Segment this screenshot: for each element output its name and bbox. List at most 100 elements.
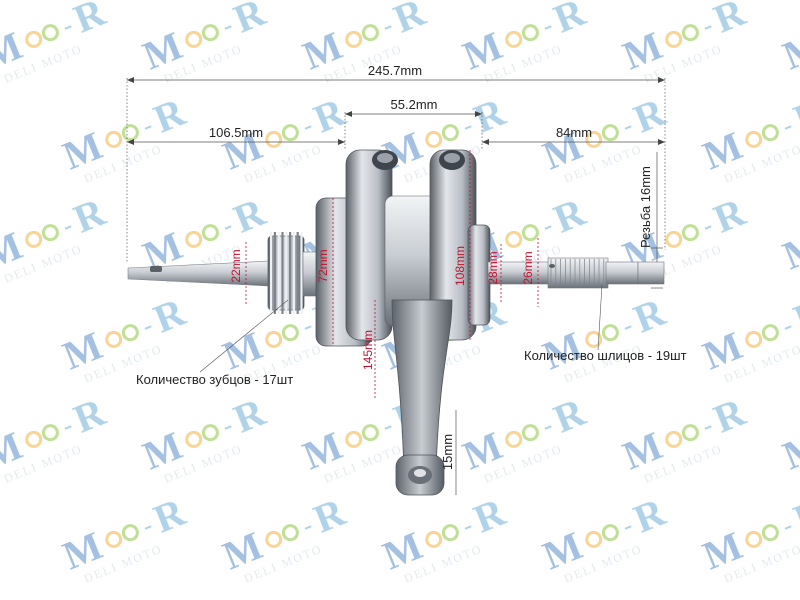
watermark-wheel-icon xyxy=(361,24,379,42)
watermark-wheel-icon xyxy=(41,24,59,42)
watermark-wheel-icon xyxy=(281,124,299,142)
shaft-right-2-label: 26mm xyxy=(521,251,535,284)
watermark-wheel-icon xyxy=(745,530,763,548)
gear-tooth xyxy=(300,232,303,314)
watermark-wheel-icon xyxy=(681,24,699,42)
keyway-slot xyxy=(150,266,162,272)
watermark-wheel-icon xyxy=(441,124,459,142)
watermark-wheel-icon xyxy=(185,430,203,448)
watermark-wheel-icon xyxy=(265,330,283,348)
timing-gear xyxy=(267,232,305,314)
watermark-wheel-icon xyxy=(201,224,219,242)
watermark-wheel-icon xyxy=(521,24,539,42)
watermark-wheel-icon xyxy=(521,424,539,442)
watermark-wheel-icon xyxy=(121,324,139,342)
watermark-wheel-icon xyxy=(425,530,443,548)
callout-labels: Количество зубцов - 17шт Количество шлиц… xyxy=(136,348,687,387)
watermark-wheel-icon xyxy=(185,30,203,48)
dimension-arrows xyxy=(127,77,665,145)
watermark-letter-m: M xyxy=(777,22,800,78)
dimension-lines xyxy=(126,78,666,495)
watermark-wheel-icon xyxy=(25,30,43,48)
overall-length-label: 245.7mm xyxy=(368,63,422,78)
watermark-wheel-icon xyxy=(105,530,123,548)
watermark-wheel-icon xyxy=(681,424,699,442)
watermark-wheel-icon xyxy=(281,524,299,542)
watermark-wheel-icon xyxy=(601,124,619,142)
watermark-letter-m: M xyxy=(777,422,800,478)
watermark-wheel-icon xyxy=(761,124,779,142)
watermark-wheel-icon xyxy=(505,430,523,448)
watermark-wheel-icon xyxy=(521,224,539,242)
watermark-wheel-icon xyxy=(601,524,619,542)
small-end-label: 15mm xyxy=(440,434,455,470)
gear-diameter-label: 22mm xyxy=(229,249,243,282)
watermark-wheel-icon xyxy=(41,224,59,242)
watermark-letter-m: M xyxy=(777,222,800,278)
watermark-wheel-icon xyxy=(265,530,283,548)
watermark-wheel-icon xyxy=(265,130,283,148)
watermark-wheel-icon xyxy=(25,230,43,248)
watermark-wheel-icon xyxy=(441,524,459,542)
watermark-wheel-icon xyxy=(105,130,123,148)
right-shaft xyxy=(487,257,665,289)
watermark-wheel-icon xyxy=(665,230,683,248)
watermark-wheel-icon xyxy=(361,424,379,442)
watermark-wheel-icon xyxy=(41,424,59,442)
watermark-wheel-icon xyxy=(425,130,443,148)
gear-tooth xyxy=(281,232,284,314)
flywheel-left-label: 72mm xyxy=(316,249,330,282)
gear-tooth xyxy=(289,232,292,314)
watermark-wheel-icon xyxy=(345,30,363,48)
watermark-wheel-icon xyxy=(201,424,219,442)
gear-tooth xyxy=(292,232,295,314)
watermark-wheel-icon xyxy=(761,324,779,342)
watermark-wheel-icon xyxy=(601,324,619,342)
watermark-wheel-icon xyxy=(281,324,299,342)
gear-tooth xyxy=(270,232,273,314)
watermark-wheel-icon xyxy=(121,124,139,142)
watermark-wheel-icon xyxy=(665,430,683,448)
flywheel-right-label: 108mm xyxy=(453,246,467,286)
gear-tooth xyxy=(296,232,299,314)
watermark-wheel-icon xyxy=(585,330,603,348)
gear-tooth xyxy=(285,232,288,314)
watermark-wheel-icon xyxy=(505,230,523,248)
splines-count-callout: Количество шлицов - 19шт xyxy=(524,348,687,363)
gear-tooth xyxy=(273,232,276,314)
watermark-wheel-icon xyxy=(745,130,763,148)
left-flywheel xyxy=(315,149,398,347)
crankshaft xyxy=(127,149,665,496)
right-shaft-label: 84mm xyxy=(556,125,592,140)
crank-width-label: 55.2mm xyxy=(391,97,438,112)
shaft-right-1-label: 28mm xyxy=(486,251,500,284)
watermark-wheel-icon xyxy=(681,224,699,242)
gear-tooth xyxy=(277,232,280,314)
watermark-wheel-icon xyxy=(121,524,139,542)
watermark-wheel-icon xyxy=(105,330,123,348)
watermark-wheel-icon xyxy=(745,330,763,348)
right-flywheel xyxy=(429,149,491,341)
thread-label: Резьба 16mm xyxy=(638,166,653,248)
watermark-wheel-icon xyxy=(345,430,363,448)
gear-teeth xyxy=(270,232,303,314)
